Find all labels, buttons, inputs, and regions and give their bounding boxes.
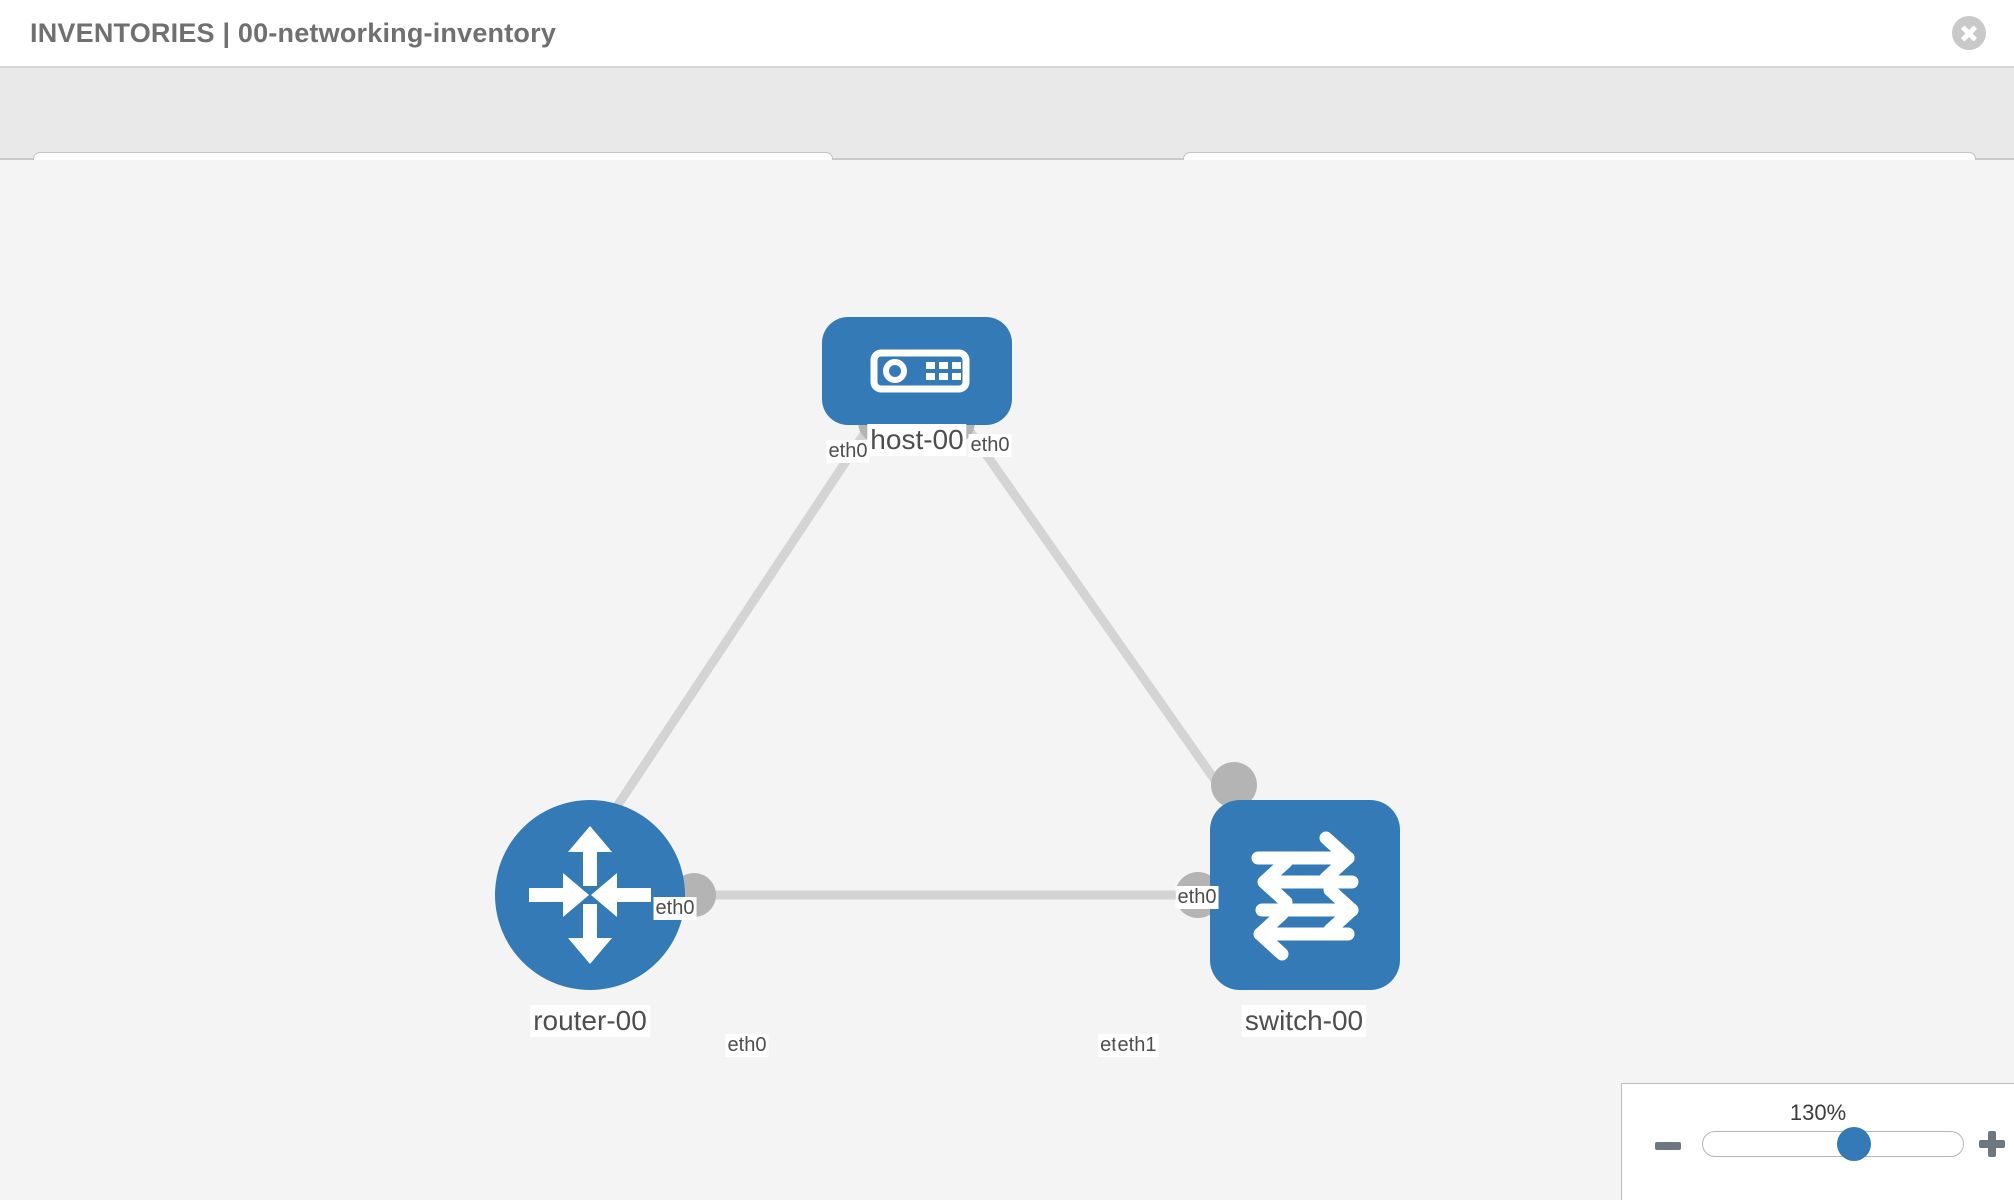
page-header: INVENTORIES | 00-networking-inventory (0, 0, 2014, 68)
toolbar: ACTIONS SEARCH (0, 68, 2014, 210)
iface-label-host-right: eth0 (968, 434, 1012, 457)
plus-icon-vertical (1988, 1131, 1996, 1157)
iface-label-switch-up: eth0 (1175, 886, 1219, 909)
topology-canvas[interactable]: host-00 eth0 eth0 router-00 eth0 eth0 (0, 160, 2014, 1200)
iface-label-router-up: eth0 (653, 897, 697, 920)
iface-label-router-right: eth0 (725, 1034, 769, 1057)
server-icon (870, 349, 970, 393)
iface-label-switch-left: eth1 (1115, 1034, 1159, 1057)
iface-label-host-left: eth0 (826, 440, 870, 463)
zoom-control-panel: 130% (1621, 1083, 2014, 1200)
router-arrows-icon (529, 826, 651, 964)
node-label-router-00: router-00 (530, 1005, 650, 1037)
zoom-in-button[interactable] (1979, 1131, 2005, 1157)
node-label-switch-00: switch-00 (1241, 1005, 1367, 1037)
node-label-host-00: host-00 (867, 424, 967, 456)
close-icon[interactable] (1952, 16, 1986, 50)
node-switch-00[interactable] (1210, 800, 1400, 990)
link-host-router (596, 407, 884, 835)
zoom-out-button[interactable] (1655, 1142, 1681, 1150)
node-router-00[interactable] (495, 800, 685, 990)
page-title: INVENTORIES | 00-networking-inventory (30, 18, 557, 48)
topology-links (596, 400, 1257, 918)
switch-arrows-icon (1251, 831, 1359, 961)
connector-switch-top (1211, 762, 1257, 808)
zoom-slider-thumb[interactable] (1837, 1127, 1871, 1161)
zoom-level-value: 130% (1789, 1100, 1847, 1125)
zoom-slider[interactable] (1702, 1127, 1964, 1161)
node-host-00[interactable] (822, 317, 1012, 425)
link-host-switch (951, 407, 1247, 823)
